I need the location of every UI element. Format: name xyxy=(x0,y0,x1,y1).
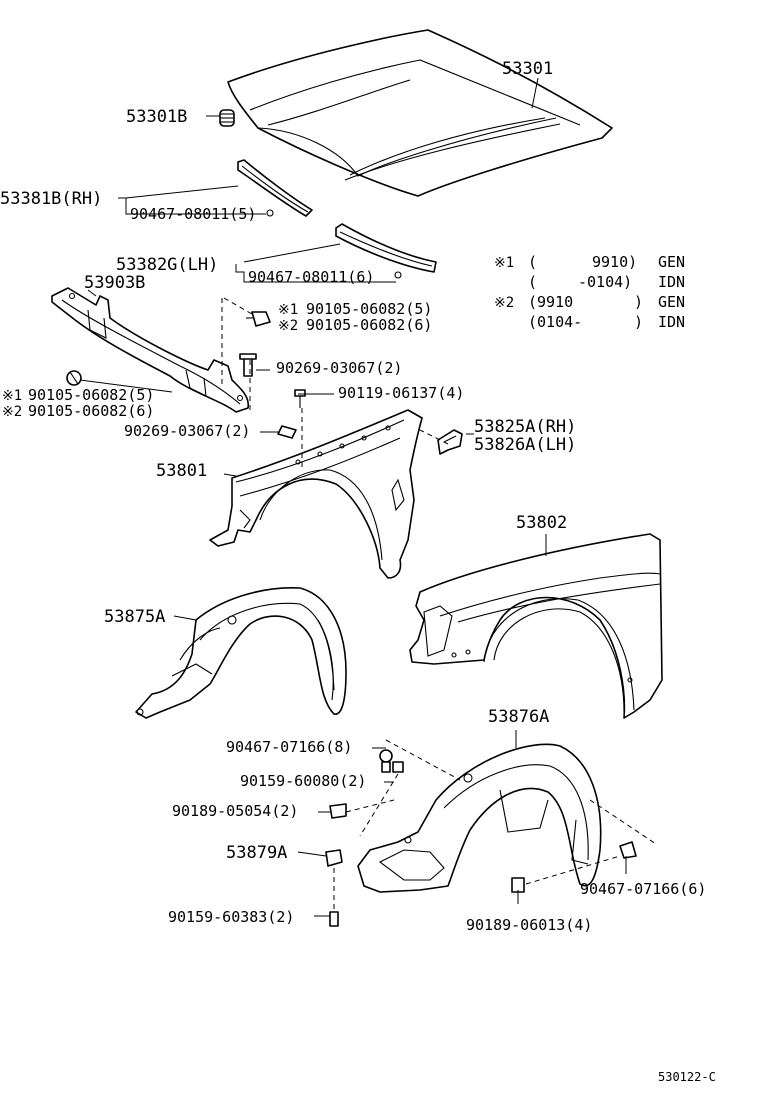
label-53903b: 53903B xyxy=(84,273,145,293)
label-90269-a: 90269-03067(2) xyxy=(276,359,402,377)
leader-lines xyxy=(79,77,627,917)
note-4-open: (0104- xyxy=(528,313,582,331)
label-90119: 90119-06137(4) xyxy=(338,384,464,402)
label-53301b: 53301B xyxy=(126,107,187,127)
label-53381b: 53381B(RH) xyxy=(0,189,102,209)
label-53875a: 53875A xyxy=(104,607,165,627)
marker-1a: ※1 xyxy=(278,302,298,318)
note-3-code: GEN xyxy=(658,293,685,311)
label-90105-a2: 90105-06082(6) xyxy=(306,316,432,334)
applicability-notes: ※1 ( 9910) GEN ( -0104) IDN ※2 (9910 ) G… xyxy=(494,253,685,331)
marker-2a: ※2 xyxy=(278,318,298,334)
hood-seal-rh-part xyxy=(237,159,313,217)
hood-seal-lh-part xyxy=(335,223,437,279)
note-3-mark: ※2 xyxy=(494,295,514,311)
hood-cushion-part xyxy=(219,109,235,127)
dashed-lines xyxy=(221,297,657,910)
label-53879a: 53879A xyxy=(226,843,287,863)
note-2-to: -0104) xyxy=(578,273,632,291)
label-53301: 53301 xyxy=(502,59,553,79)
label-53801: 53801 xyxy=(156,461,207,481)
label-53876a: 53876A xyxy=(488,707,549,727)
note-1-mark: ※1 xyxy=(494,255,514,271)
label-90159-60080: 90159-60080(2) xyxy=(240,772,366,790)
label-90105-a1: 90105-06082(5) xyxy=(306,300,432,318)
part-labels: 53301 53301B 53381B(RH) 90467-08011(5) 5… xyxy=(0,59,706,934)
note-2-open: ( xyxy=(528,273,537,291)
label-53826a: 53826A(LH) xyxy=(474,435,576,455)
label-90189-05054: 90189-05054(2) xyxy=(172,802,298,820)
fender-liner-lh-part xyxy=(357,743,602,893)
label-53825a: 53825A(RH) xyxy=(474,417,576,437)
label-90467-07166-6: 90467-07166(6) xyxy=(580,880,706,898)
fender-bracket-part xyxy=(437,429,463,455)
label-90189-06013: 90189-06013(4) xyxy=(466,916,592,934)
note-1-open: ( xyxy=(528,253,537,271)
fender-apron-part xyxy=(209,409,423,579)
note-4-to: ) xyxy=(634,313,643,331)
fasteners xyxy=(66,311,637,927)
hood-support-part xyxy=(51,287,250,413)
label-53382g: 53382G(LH) xyxy=(116,255,218,275)
label-90269-b: 90269-03067(2) xyxy=(124,422,250,440)
label-90467-07166-8: 90467-07166(8) xyxy=(226,738,352,756)
label-90467-08011-5: 90467-08011(5) xyxy=(130,205,256,223)
note-1-code: GEN xyxy=(658,253,685,271)
fender-liner-rh-part xyxy=(135,587,347,719)
marker-1b: ※1 xyxy=(2,388,22,404)
label-90159-60383: 90159-60383(2) xyxy=(168,908,294,926)
label-90467-08011-6: 90467-08011(6) xyxy=(248,268,374,286)
note-2-code: IDN xyxy=(658,273,685,291)
diagram-code: 530122-C xyxy=(658,1070,716,1084)
marker-2b: ※2 xyxy=(2,404,22,420)
note-4-code: IDN xyxy=(658,313,685,331)
label-90105-b1: 90105-06082(5) xyxy=(28,386,154,404)
note-1-to: 9910) xyxy=(592,253,637,271)
note-3-to: ) xyxy=(634,293,643,311)
note-3-open: (9910 xyxy=(528,293,573,311)
label-53802: 53802 xyxy=(516,513,567,533)
front-fender-part xyxy=(409,533,663,719)
hood-part xyxy=(227,29,613,197)
label-90105-b2: 90105-06082(6) xyxy=(28,402,154,420)
